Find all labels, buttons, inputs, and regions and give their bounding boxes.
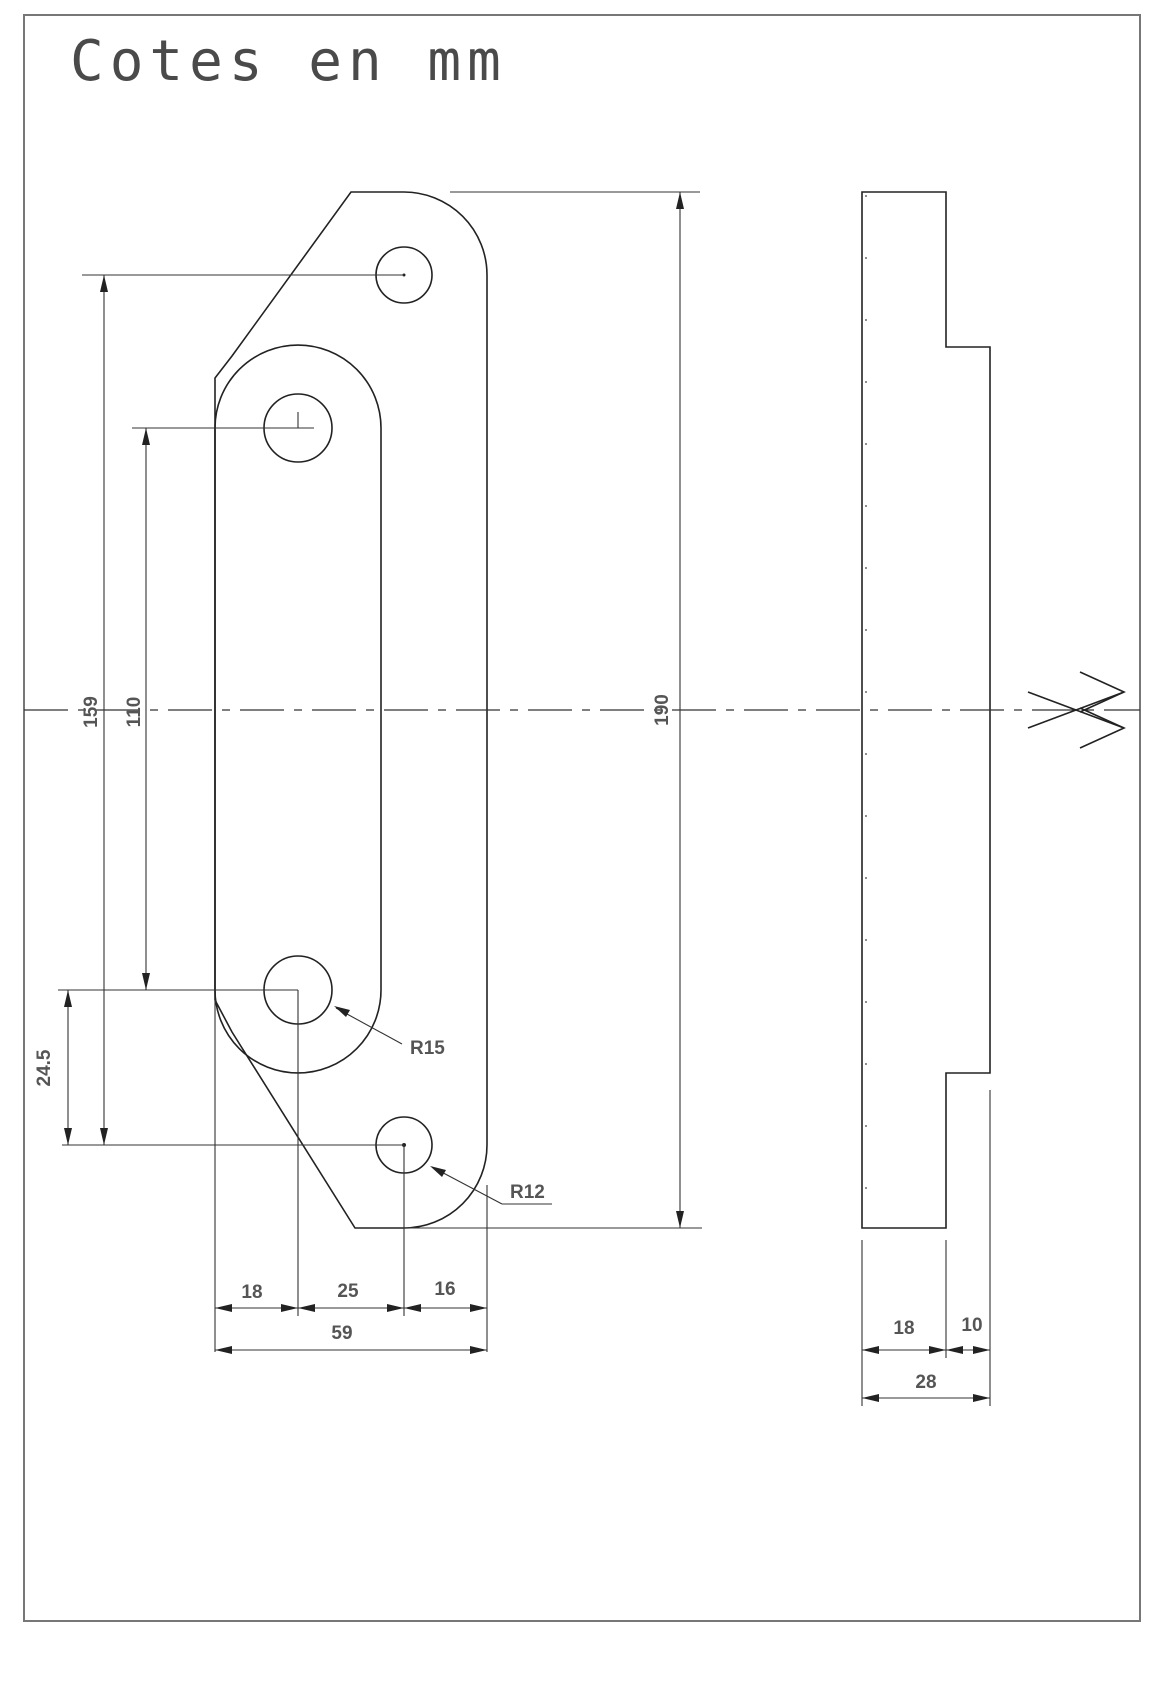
dim-r15: R15 (334, 1006, 445, 1059)
center-mark-upper-slot (297, 412, 314, 429)
dim-110-label: 110 (124, 697, 145, 728)
dim-18-front-label: 18 (241, 1282, 262, 1303)
dim-24-5: 24.5 (34, 990, 72, 1145)
dim-18-side-label: 18 (893, 1318, 914, 1339)
dim-28-label: 28 (915, 1372, 936, 1393)
drawing-frame (23, 14, 1141, 1622)
dim-190: 190 (404, 191, 702, 1229)
side-profile (861, 191, 991, 1229)
side-view (861, 191, 991, 1229)
dim-r15-label: R15 (410, 1038, 445, 1059)
dim-25-label: 25 (337, 1281, 359, 1302)
dim-r12: R12 (430, 1166, 552, 1205)
dim-16-label: 16 (434, 1279, 455, 1300)
dim-159-label: 159 (81, 696, 102, 728)
dim-110: 110 (58, 427, 298, 991)
dim-159: 159 (62, 274, 404, 1146)
dim-59-label: 59 (331, 1323, 352, 1344)
drawing-title: Cotes en mm (70, 29, 507, 94)
dim-10-label: 10 (961, 1315, 982, 1336)
section-symbol (1027, 671, 1126, 749)
dim-side-bottom: 18 10 28 (861, 1090, 991, 1406)
inner-slot (214, 344, 382, 1074)
dim-front-bottom: 18 25 16 59 (214, 990, 488, 1354)
dim-190-label: 190 (652, 694, 673, 726)
dim-24-5-label: 24.5 (34, 1049, 55, 1086)
dim-r12-label: R12 (510, 1182, 545, 1203)
